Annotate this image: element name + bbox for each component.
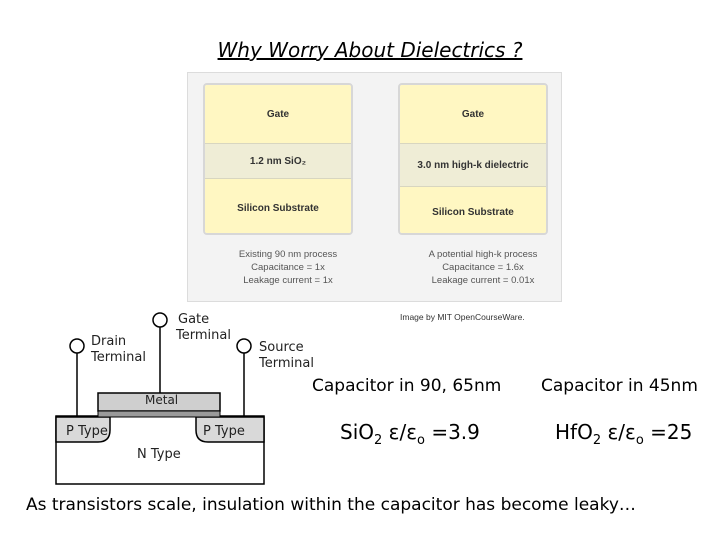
gate-dielectric (97, 410, 221, 418)
epsilon-subscript: o (417, 433, 425, 448)
drain-terminal-label: Drain Terminal (91, 334, 146, 366)
gate-layer: Gate (400, 85, 546, 143)
dielectric-layer: 1.2 nm SiO₂ (205, 143, 351, 179)
epsilon-subscript: o (635, 433, 644, 448)
material: SiO (340, 420, 374, 444)
label-line: Source (259, 340, 304, 355)
caption-line: Capacitance = 1.6x (442, 262, 524, 273)
hfo2-permittivity-formula: HfO2 ε/εo =25 (555, 420, 692, 448)
transistor-diagram (55, 312, 265, 485)
caption-line: Existing 90 nm process (238, 249, 338, 260)
label-line: Terminal (91, 350, 146, 365)
label-line: Terminal (259, 356, 314, 371)
capacitor-90-65nm-heading: Capacitor in 90, 65nm (312, 376, 502, 396)
p-type-region-right (195, 416, 265, 443)
image-credit: Image by MIT OpenCourseWare. (400, 312, 525, 322)
gate-terminal-label: Gate Terminal (176, 312, 231, 344)
label-line: Gate (178, 312, 210, 327)
drain-terminal-icon (69, 338, 85, 354)
material-subscript: 2 (374, 433, 383, 448)
substrate-layer: Silicon Substrate (205, 179, 351, 233)
material: HfO (555, 420, 593, 444)
high-k-gate-stack: Gate 3.0 nm high-k dielectric Silicon Su… (398, 83, 548, 235)
capacitor-45nm-heading: Capacitor in 45nm (541, 376, 698, 396)
epsilon-ratio: ε/ε (388, 420, 417, 444)
p-type-label-left: P Type (66, 424, 108, 439)
source-terminal-label: Source Terminal (259, 340, 314, 372)
dielectric-comparison-figure: Gate 1.2 nm SiO₂ Silicon Substrate Gate … (187, 72, 562, 302)
dielectric-layer: 3.0 nm high-k dielectric (400, 143, 546, 187)
label-line: Drain (91, 334, 127, 349)
epsilon-ratio: ε/ε (607, 420, 636, 444)
caption-line: Leakage current = 1x (243, 275, 333, 286)
permittivity-value: =3.9 (424, 420, 480, 444)
caption-line: Capacitance = 1x (251, 262, 325, 273)
substrate-layer: Silicon Substrate (400, 187, 546, 233)
permittivity-value: =25 (643, 420, 693, 444)
material-subscript: 2 (592, 433, 602, 448)
gate-terminal-icon (152, 312, 168, 328)
caption-line: A potential high-k process (428, 249, 538, 260)
caption-line: Leakage current = 0.01x (431, 275, 535, 286)
p-type-label-right: P Type (203, 424, 245, 439)
n-type-label: N Type (137, 447, 181, 462)
label-line: Terminal (176, 328, 231, 343)
page-title: Why Worry About Dielectrics ? (217, 38, 523, 62)
left-stack-caption: Existing 90 nm process Capacitance = 1x … (213, 248, 363, 287)
summary-statement: As transistors scale, insulation within … (26, 495, 636, 515)
metal-label: Metal (145, 393, 179, 407)
right-stack-caption: A potential high-k process Capacitance =… (408, 248, 558, 287)
gate-layer: Gate (205, 85, 351, 143)
source-terminal-icon (236, 338, 252, 354)
p-type-region-left (55, 416, 111, 443)
sio2-gate-stack: Gate 1.2 nm SiO₂ Silicon Substrate (203, 83, 353, 235)
sio2-permittivity-formula: SiO2 ε/εo =3.9 (340, 420, 480, 448)
